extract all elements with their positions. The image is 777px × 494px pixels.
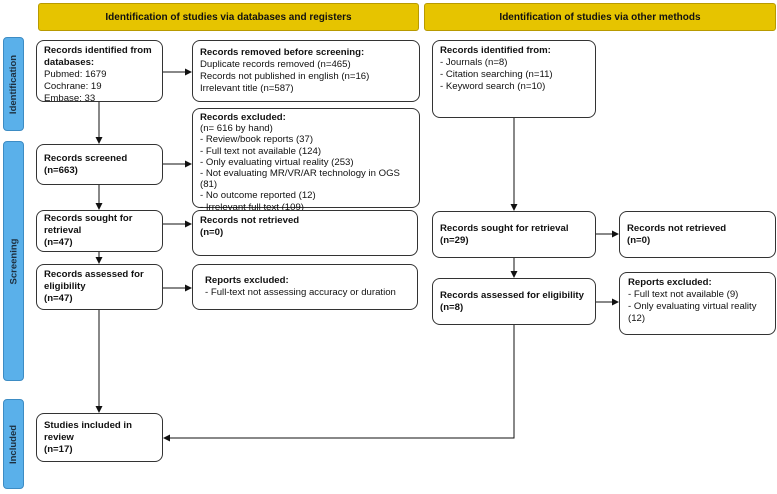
box-reports-excluded: Reports excluded: - Full-text not assess… [192,264,418,310]
arrow [163,325,515,442]
box-line: (n= 616 by hand) [200,123,273,135]
box-line: Cochrane: 19 [44,81,102,92]
box-records-assessed: Records assessed for eligibility (n=47) [36,264,163,310]
box-count: (n=663) [44,164,78,176]
box-line: - Only evaluating virtual reality (12) [628,301,757,324]
box-title: Records screened [44,152,128,164]
box-line: Records not published in english (n=16) [200,71,370,82]
box-line: - Only evaluating virtual reality (253) [200,156,354,168]
box-count: (n=8) [440,301,464,313]
phase-included: Included [3,399,24,489]
box-title: Records identified from: [440,45,551,56]
box-records-excluded: Records excluded: (n= 616 by hand) - Rev… [192,108,420,213]
box-other-records-not-retrieved: Records not retrieved (n=0) [619,211,776,258]
box-records-identified-databases: Records identified from databases: Pubme… [36,40,163,104]
box-title: Records sought for retrieval [44,213,133,236]
box-title: Records not retrieved [627,222,727,234]
box-other-records-identified: Records identified from: - Journals (n=8… [432,40,596,118]
box-records-sought: Records sought for retrieval (n=47) [36,210,163,252]
box-line: - Irrelevant full text (109) [200,201,304,213]
box-count: (n=29) [440,234,469,246]
box-line: Duplicate records removed (n=465) [200,59,351,70]
box-line: Irrelevant title (n=587) [200,83,294,94]
box-count: (n=47) [44,237,73,248]
box-title: Records assessed for eligibility [440,289,584,301]
box-line: Pubmed: 1679 [44,69,107,80]
box-count: (n=17) [44,443,73,455]
header-other-methods: Identification of studies via other meth… [424,3,776,31]
phase-screening: Screening [3,141,24,381]
box-line: - Keyword search (n=10) [440,81,546,92]
box-title: Records sought for retrieval [440,222,569,234]
box-line: - Not evaluating MR/VR/AR technology in … [200,168,400,191]
box-line: - Review/book reports (37) [200,134,314,146]
box-title: Records not retrieved [200,215,300,226]
box-records-screened: Records screened (n=663) [36,144,163,185]
box-title: Records identified from databases: [44,45,152,68]
box-line: - Full text not available (124) [200,145,322,157]
box-line: - Full text not available (9) [628,289,739,300]
box-count: (n=47) [44,293,73,304]
box-other-records-assessed: Records assessed for eligibility (n=8) [432,278,596,325]
header-databases: Identification of studies via databases … [38,3,419,31]
box-line: Embase: 33 [44,93,96,104]
box-title: Reports excluded: [205,275,289,286]
phase-identification: Identification [3,37,24,131]
box-title: Records excluded: [200,112,286,123]
box-title: Studies included in review [44,419,132,443]
box-studies-included: Studies included in review (n=17) [36,413,163,462]
box-line: - Citation searching (n=11) [440,69,553,80]
box-title: Reports excluded: [628,277,712,288]
box-title: Records assessed for eligibility [44,269,144,292]
box-title: Records removed before screening: [200,47,365,58]
box-records-removed: Records removed before screening: Duplic… [192,40,420,102]
box-count: (n=0) [200,227,224,238]
box-line: - Full-text not assessing accuracy or du… [205,287,396,298]
box-line: - No outcome reported (12) [200,190,316,202]
box-other-reports-excluded: Reports excluded: - Full text not availa… [619,272,776,335]
box-other-records-sought: Records sought for retrieval (n=29) [432,211,596,258]
box-records-not-retrieved: Records not retrieved (n=0) [192,210,418,256]
box-count: (n=0) [627,234,651,246]
box-line: - Journals (n=8) [440,57,508,68]
